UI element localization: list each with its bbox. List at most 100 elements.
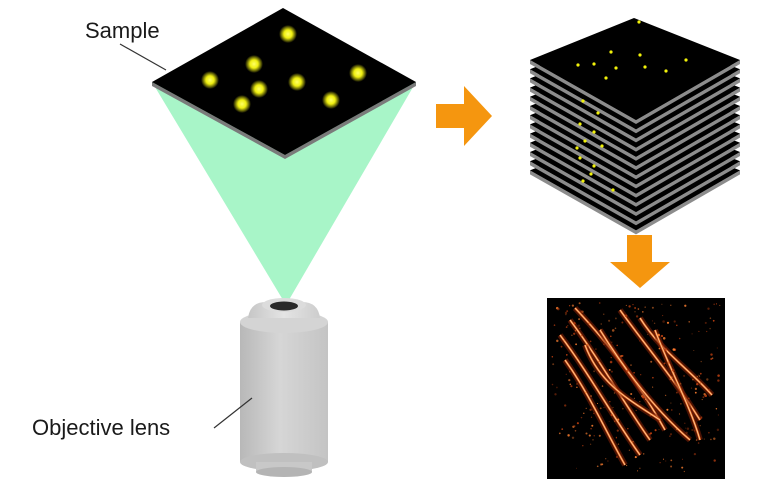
stack-fluorophore-dot	[609, 50, 613, 54]
localization-speck	[688, 397, 690, 400]
localization-speck	[647, 333, 649, 336]
localization-speck	[700, 360, 702, 363]
stack-fluorophore-dot	[664, 69, 668, 73]
localization-speck	[688, 321, 690, 323]
localization-speck	[710, 357, 713, 361]
illumination-cone	[152, 82, 416, 305]
localization-speck	[593, 412, 595, 415]
localization-speck	[600, 323, 602, 325]
localization-speck	[658, 347, 661, 350]
localization-speck	[672, 348, 676, 351]
localization-speck	[703, 438, 705, 440]
localization-speck	[719, 304, 721, 306]
localization-speck	[639, 467, 641, 470]
localization-speck	[590, 428, 592, 430]
localization-speck	[669, 378, 672, 381]
stack-fluorophore-dot	[638, 53, 642, 57]
fluorophore-spot	[349, 64, 367, 82]
localization-speck	[678, 413, 681, 415]
localization-speck	[551, 355, 554, 358]
localization-speck	[580, 416, 583, 419]
localization-speck	[598, 302, 601, 304]
localization-speck	[635, 315, 639, 318]
stack-fluorophore-dot	[604, 76, 608, 80]
localization-speck	[593, 384, 595, 386]
localization-speck	[626, 369, 629, 372]
fluorophore-spot	[288, 73, 306, 91]
localization-speck	[589, 340, 592, 343]
localization-speck	[649, 432, 653, 435]
localization-speck	[594, 407, 596, 409]
sample-leader-line	[119, 43, 167, 71]
localization-speck	[628, 449, 630, 451]
localization-speck	[685, 427, 687, 429]
localization-speck	[717, 414, 720, 416]
lens-body	[240, 322, 328, 462]
localization-speck	[607, 460, 609, 462]
localization-speck	[685, 431, 688, 434]
localization-speck	[634, 307, 637, 309]
localization-speck	[713, 459, 716, 462]
localization-speck	[690, 387, 693, 389]
localization-speck	[637, 470, 639, 472]
localization-speck	[585, 407, 587, 409]
localization-speck	[641, 311, 644, 313]
localization-speck	[593, 370, 596, 373]
stack-fluorophore-dot	[581, 179, 585, 183]
localization-speck	[578, 302, 581, 305]
localization-speck	[651, 306, 654, 309]
localization-speck	[693, 349, 695, 352]
localization-speck	[671, 409, 673, 411]
sample-plate	[152, 8, 416, 159]
image-stack	[530, 18, 740, 235]
localization-speck	[608, 420, 610, 422]
localization-speck	[627, 427, 629, 430]
localization-speck	[695, 439, 697, 441]
localization-speck	[621, 354, 624, 357]
localization-speck	[622, 408, 624, 410]
localization-speck	[566, 310, 569, 312]
localization-speck	[610, 413, 613, 416]
localization-speck	[610, 370, 613, 373]
localization-speck	[628, 305, 631, 308]
localization-speck	[664, 350, 666, 352]
localization-speck	[575, 382, 579, 386]
localization-speck	[615, 436, 618, 439]
localization-speck	[653, 414, 655, 416]
localization-speck	[569, 383, 572, 386]
fluorophore-spot	[233, 95, 251, 113]
filament-core	[584, 344, 661, 421]
localization-speck	[699, 425, 701, 427]
localization-speck	[710, 353, 713, 356]
stack-fluorophore-dot	[643, 65, 647, 69]
localization-speck	[567, 434, 570, 437]
sample-label: Sample	[85, 18, 160, 43]
localization-speck	[642, 395, 645, 399]
stack-fluorophore-dot	[576, 63, 580, 67]
localization-speck	[633, 371, 635, 374]
fluorophores	[201, 25, 367, 113]
localization-speck	[675, 391, 678, 394]
localization-speck	[671, 376, 673, 378]
localization-speck	[684, 304, 687, 307]
localization-speck	[616, 429, 619, 432]
localization-speck	[683, 374, 686, 377]
localization-speck	[701, 399, 703, 401]
localization-speck	[602, 343, 605, 346]
localization-speck	[565, 373, 567, 375]
localization-speck	[608, 368, 611, 371]
localization-speck	[663, 362, 666, 365]
localization-speck	[617, 418, 620, 421]
localization-speck	[681, 458, 684, 460]
localization-speck	[565, 326, 568, 328]
localization-speck	[670, 304, 672, 306]
localization-speck	[599, 407, 602, 410]
localization-speck	[611, 341, 613, 343]
localization-speck	[715, 408, 718, 410]
localization-speck	[579, 327, 581, 329]
stack-fluorophore-dot	[592, 62, 596, 66]
stack-layer-top	[530, 18, 740, 120]
localization-speck	[571, 304, 575, 307]
localization-speck	[590, 395, 592, 397]
